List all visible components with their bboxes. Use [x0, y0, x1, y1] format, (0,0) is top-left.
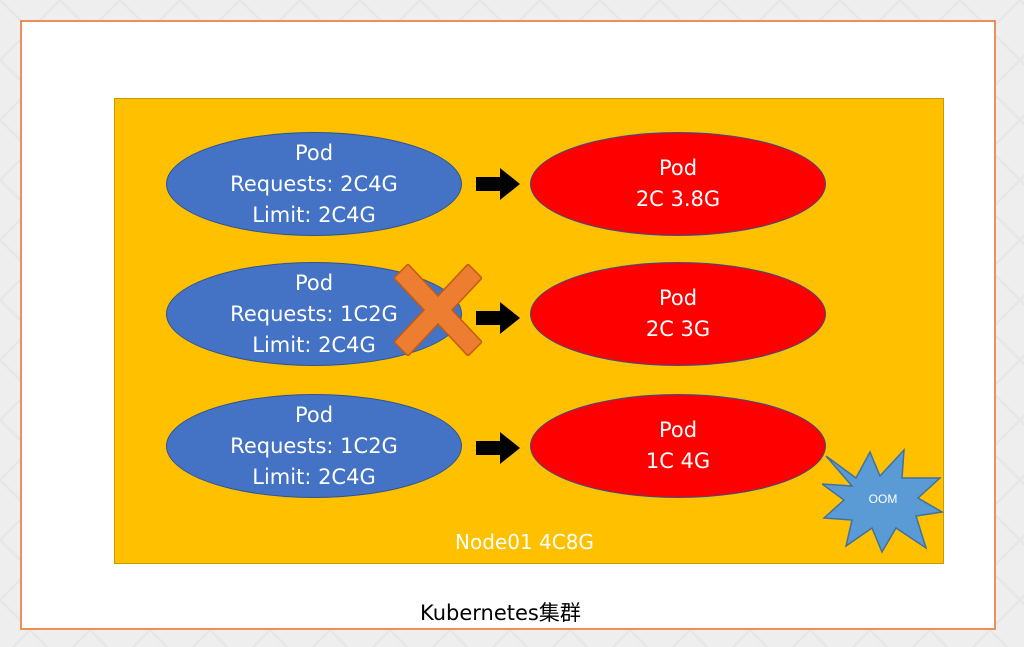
pod-title: Pod: [658, 156, 698, 180]
pod-title: Pod: [294, 402, 334, 427]
running-pod-2: Pod 2C 3G: [530, 262, 826, 366]
request-pod-3: Pod Requests: 1C2G Limit: 2C4G: [166, 394, 462, 498]
cross-icon: [394, 264, 482, 356]
pod-limit: Limit: 2C4G: [252, 464, 376, 489]
pod-title: Pod: [294, 270, 334, 295]
pod-requests: Requests: 2C4G: [230, 171, 398, 196]
right-arrow-icon: [476, 168, 520, 200]
pod-title: Pod: [294, 140, 334, 165]
pod-title: Pod: [658, 286, 698, 310]
oom-label: OOM: [869, 492, 898, 506]
node-label: Node01 4C8G: [455, 530, 594, 554]
cluster-caption: Kubernetes集群: [420, 601, 581, 625]
pod-limit: Limit: 2C4G: [252, 202, 376, 227]
pod-requests: Requests: 1C2G: [230, 433, 398, 458]
pod-requests: Requests: 1C2G: [230, 301, 398, 326]
pod-usage: 2C 3.8G: [635, 187, 721, 211]
explosion-icon: OOM: [822, 448, 944, 554]
pod-usage: 1C 4G: [645, 449, 711, 473]
pod-usage: 2C 3G: [645, 317, 711, 341]
request-pod-1: Pod Requests: 2C4G Limit: 2C4G: [166, 132, 462, 236]
pod-title: Pod: [658, 418, 698, 442]
right-arrow-icon: [476, 432, 520, 464]
pod-limit: Limit: 2C4G: [252, 332, 376, 357]
right-arrow-icon: [476, 302, 520, 334]
running-pod-1: Pod 2C 3.8G: [530, 132, 826, 236]
running-pod-3: Pod 1C 4G: [530, 394, 826, 498]
